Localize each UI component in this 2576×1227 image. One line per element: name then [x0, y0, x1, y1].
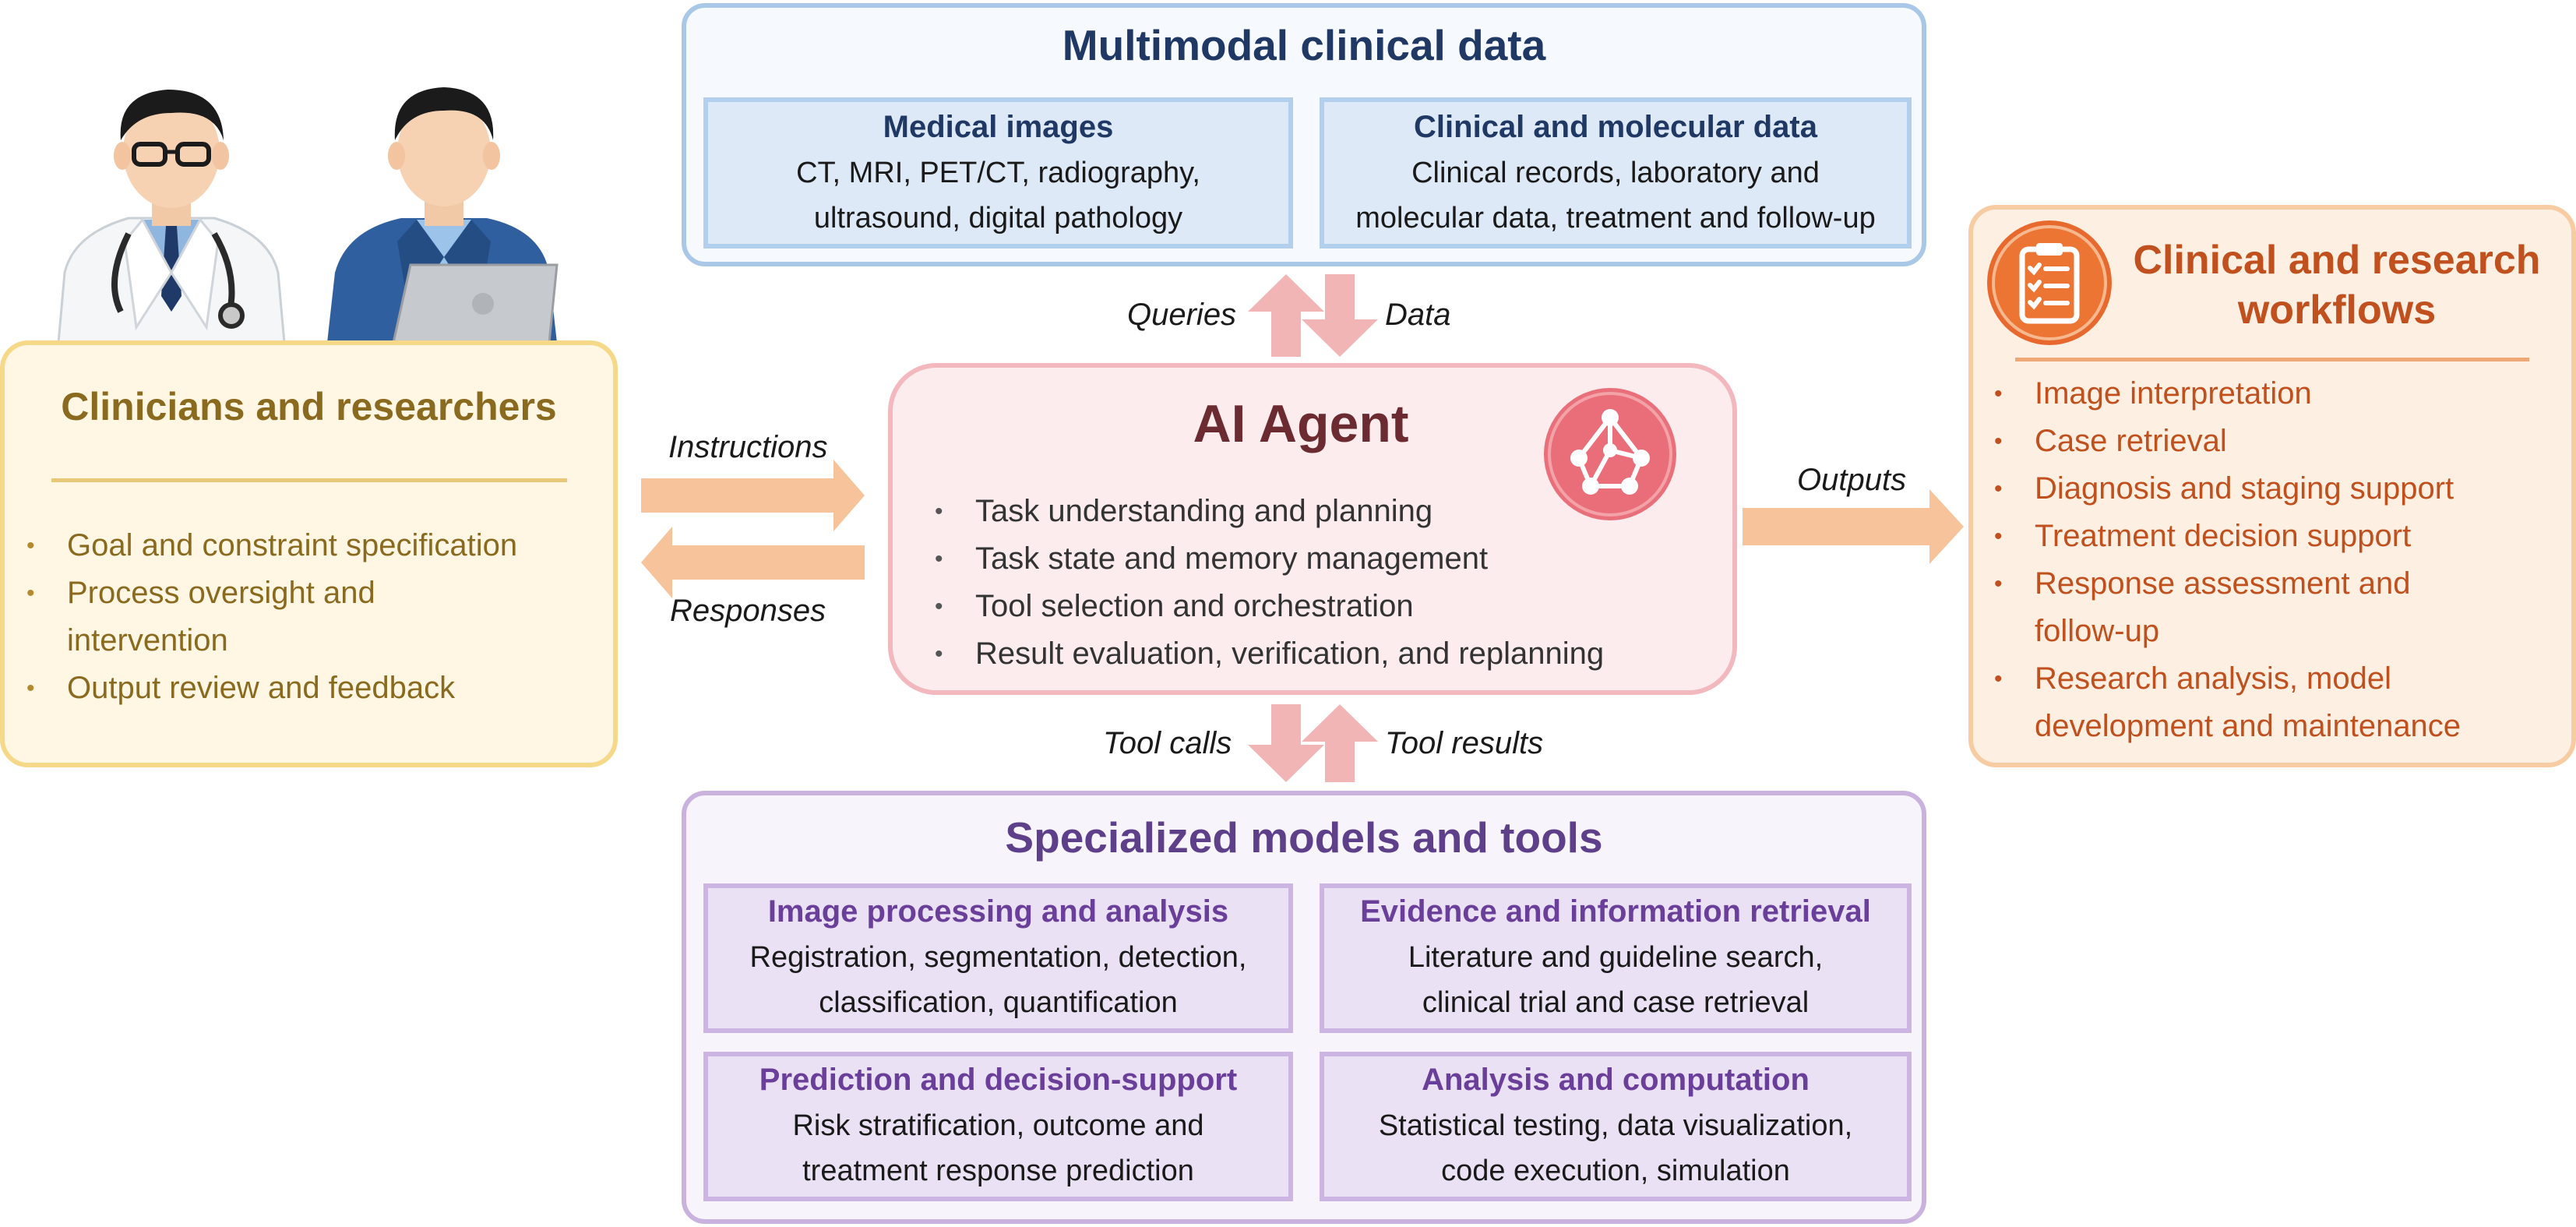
data-label: Data — [1385, 298, 1451, 332]
analysis-title: Analysis and computation — [1422, 1063, 1810, 1097]
clinical-molecular-data-box: Clinical and molecular data Clinical rec… — [1320, 97, 1912, 249]
clinicians-divider — [51, 478, 567, 482]
tool-calls-arrow — [1248, 704, 1324, 782]
ai-agent-title: AI Agent — [1193, 394, 1409, 453]
image-processing-box: Image processing and analysis Registrati… — [703, 883, 1293, 1033]
list-item: Case retrieval — [1994, 418, 2571, 465]
workflows-divider — [2015, 358, 2529, 361]
tool-results-arrow — [1302, 704, 1378, 782]
multimodal-title: Multimodal clinical data — [1062, 21, 1546, 69]
evidence-retrieval-box: Evidence and information retrieval Liter… — [1320, 883, 1912, 1033]
researcher-with-laptop-illustration — [327, 87, 559, 343]
list-item: Result evaluation, verification, and rep… — [935, 630, 1721, 678]
medical-images-box: Medical images CT, MRI, PET/CT, radiogra… — [703, 97, 1293, 249]
data-arrow — [1302, 274, 1378, 357]
outputs-label: Outputs — [1797, 463, 1907, 497]
tool-results-label: Tool results — [1385, 726, 1544, 760]
prediction-decision-support-box: Prediction and decision-support Risk str… — [703, 1052, 1293, 1201]
instructions-arrow — [641, 460, 865, 531]
prediction-description: Risk stratification, outcome and treatme… — [792, 1109, 1204, 1187]
list-item: Task understanding and planning — [935, 488, 1721, 535]
list-item: Goal and constraint specification — [26, 522, 587, 569]
tool-calls-label: Tool calls — [1103, 726, 1232, 760]
prediction-title: Prediction and decision-support — [759, 1063, 1238, 1097]
list-item: Output review and feedback — [26, 665, 587, 712]
doctor-illustration — [57, 90, 286, 343]
responses-arrow — [641, 527, 865, 598]
list-item: Diagnosis and staging support — [1994, 465, 2571, 513]
list-item: Treatment decision support — [1994, 513, 2571, 560]
queries-label: Queries — [1127, 298, 1237, 332]
responses-label: Responses — [670, 594, 826, 628]
list-item: Image interpretation — [1994, 370, 2571, 418]
analysis-description: Statistical testing, data visualization,… — [1378, 1109, 1853, 1187]
evidence-retrieval-title: Evidence and information retrieval — [1360, 894, 1871, 929]
list-item: Task state and memory management — [935, 535, 1721, 583]
workflows-title: Clinical and research workflows — [2133, 238, 2541, 333]
workflows-list: Image interpretation Case retrieval Diag… — [1994, 370, 2571, 750]
instructions-label: Instructions — [668, 430, 828, 464]
clinicians-title: Clinicians and researchers — [61, 385, 557, 428]
clinicians-list: Goal and constraint specification Proces… — [26, 522, 587, 712]
clinical-molecular-description: Clinical records, laboratory and molecul… — [1355, 157, 1876, 234]
evidence-retrieval-description: Literature and guideline search, clinica… — [1408, 941, 1824, 1019]
ai-agent-list: Task understanding and planning Task sta… — [935, 488, 1721, 678]
outputs-arrow — [1743, 489, 1964, 564]
analysis-computation-box: Analysis and computation Statistical tes… — [1320, 1052, 1912, 1201]
clipboard-checklist-icon — [1987, 220, 2112, 345]
list-item: Tool selection and orchestration — [935, 583, 1721, 630]
specialized-tools-title: Specialized models and tools — [1005, 813, 1603, 862]
image-processing-description: Registration, segmentation, detection, c… — [749, 941, 1247, 1019]
medical-images-title: Medical images — [883, 110, 1114, 144]
image-processing-title: Image processing and analysis — [767, 894, 1229, 929]
clinical-molecular-title: Clinical and molecular data — [1414, 110, 1817, 144]
queries-arrow — [1248, 274, 1324, 357]
medical-images-description: CT, MRI, PET/CT, radiography, ultrasound… — [796, 157, 1200, 234]
